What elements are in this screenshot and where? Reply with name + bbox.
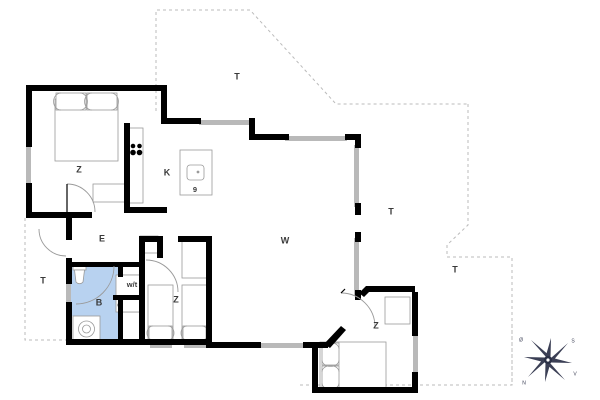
wall-living-east-low xyxy=(355,290,361,300)
wall-se-bed-north xyxy=(366,286,415,292)
room-label-bedroom-mid: Z xyxy=(173,294,179,304)
door-nw-bedroom xyxy=(66,183,96,213)
room-label-bedroom-nw: Z xyxy=(76,164,82,174)
room-label-bedroom-se: Z xyxy=(373,320,379,330)
wall-living-south xyxy=(206,342,261,348)
windows-group xyxy=(26,120,418,374)
wall-nw-east xyxy=(161,85,167,123)
door-leaves xyxy=(66,184,346,294)
walls-group xyxy=(26,85,418,393)
single-bed-mid-left xyxy=(146,284,175,341)
wall-se-bed-east-b xyxy=(412,372,418,392)
wall-mid-bed-south xyxy=(139,339,212,345)
wall-kitchen-north-b xyxy=(249,118,255,140)
wall-kitchen-north-c xyxy=(249,118,253,124)
wall-living-east-mid2 xyxy=(355,232,361,242)
single-bed-mid-right xyxy=(180,284,209,341)
window-east-se-bedroom xyxy=(413,336,418,374)
wall-mid-bed-west xyxy=(139,236,145,260)
room-label-terrace-east: T xyxy=(388,206,394,216)
door-mid-bedroom xyxy=(145,259,179,293)
wall-nw-south xyxy=(26,212,91,218)
window-south-mid-bed-1 xyxy=(150,343,172,348)
compass-label-s: S xyxy=(571,338,575,344)
wardrobe-se-bedroom xyxy=(384,296,411,325)
wall-nw-west-a xyxy=(26,85,32,147)
sink-basin xyxy=(186,164,205,181)
compass-label-v: V xyxy=(573,371,577,377)
window-north-living xyxy=(285,136,347,141)
wall-bathroom-north xyxy=(66,262,116,267)
wall-kitchen-north xyxy=(161,118,201,124)
bathroom-fill xyxy=(70,265,142,343)
room-label-living: W xyxy=(281,235,290,245)
terrace-north-outline xyxy=(155,9,468,111)
kitchen-counter xyxy=(127,127,144,204)
compass-label-o: Ø xyxy=(519,337,523,343)
wall-living-north xyxy=(249,134,289,140)
window-south-living xyxy=(258,343,306,348)
window-east-living-2 xyxy=(354,238,359,296)
window-north-kitchen xyxy=(199,120,251,125)
wardrobe-mid-bedroom xyxy=(181,240,208,279)
room-label-terrace-west: T xyxy=(40,275,46,285)
window-east-living-1 xyxy=(354,145,359,207)
wall-se-bed-south xyxy=(312,387,418,393)
room-label-terrace-north: T xyxy=(234,71,240,81)
room-labels: T Z K 9 W E T B w/t Z T T Z xyxy=(40,71,458,330)
double-bed-se xyxy=(319,341,387,391)
wall-mid-bed-west-b xyxy=(139,260,145,344)
room-label-bathroom: B xyxy=(96,297,103,307)
wall-nw-west-b xyxy=(26,183,32,218)
kitchen-island xyxy=(179,149,213,196)
window-south-mid-bed-2 xyxy=(184,343,206,348)
room-label-entrance: E xyxy=(99,233,105,243)
door-se-bedroom xyxy=(340,292,376,328)
double-bed-nw xyxy=(53,92,119,162)
wall-se-bed-east xyxy=(412,292,418,336)
room-label-kitchen: K xyxy=(164,167,171,177)
wall-bathroom-east xyxy=(118,267,123,277)
wall-se-bed-west xyxy=(312,344,318,393)
doors-group xyxy=(38,183,376,328)
wall-entrance-west-b xyxy=(66,258,72,284)
door-leaf-se-bedroom xyxy=(340,288,346,294)
room-label-appliance-9: 9 xyxy=(193,185,197,194)
compass-star xyxy=(524,338,572,382)
wall-living-south-diagonal xyxy=(324,326,346,348)
wall-nw-south-b xyxy=(124,207,167,213)
wall-mid-bed-east xyxy=(206,236,212,344)
cooktop-icon xyxy=(130,143,143,156)
wall-entrance-north xyxy=(66,212,92,218)
door-entrance-west xyxy=(38,228,67,257)
door-bathroom xyxy=(75,265,115,305)
wall-bathroom-mid xyxy=(113,295,143,300)
wall-entrance-west-c xyxy=(66,302,72,344)
wall-bathroom-north-b xyxy=(113,262,143,267)
room-label-washer-toilet: w/t xyxy=(126,280,138,289)
wall-living-east-top xyxy=(355,134,361,148)
wall-bathroom-east-b xyxy=(118,300,123,344)
wall-kitchen-west xyxy=(124,123,130,213)
furniture-group xyxy=(53,92,411,391)
window-west-bathroom xyxy=(66,283,71,303)
wall-mid-bed-closet-n xyxy=(139,236,163,242)
sink-tap-icon xyxy=(196,170,200,174)
room-label-terrace-east-2: T xyxy=(452,264,458,274)
wall-mid-bed-closet-e xyxy=(157,236,163,258)
window-west-nw-bedroom xyxy=(26,146,31,184)
wall-entrance-west-a xyxy=(66,218,72,240)
compass-rose: S V N Ø xyxy=(519,337,577,386)
wall-living-east-mid xyxy=(355,203,361,215)
terrace-east-outline xyxy=(300,104,513,386)
wall-living-north-b xyxy=(345,134,361,140)
wall-nw-north xyxy=(26,85,167,91)
compass-label-n: N xyxy=(522,380,526,386)
wall-mid-bed-north xyxy=(178,236,212,242)
wall-bathroom-south xyxy=(66,339,144,345)
cabinet-nw-bedroom xyxy=(92,183,128,203)
